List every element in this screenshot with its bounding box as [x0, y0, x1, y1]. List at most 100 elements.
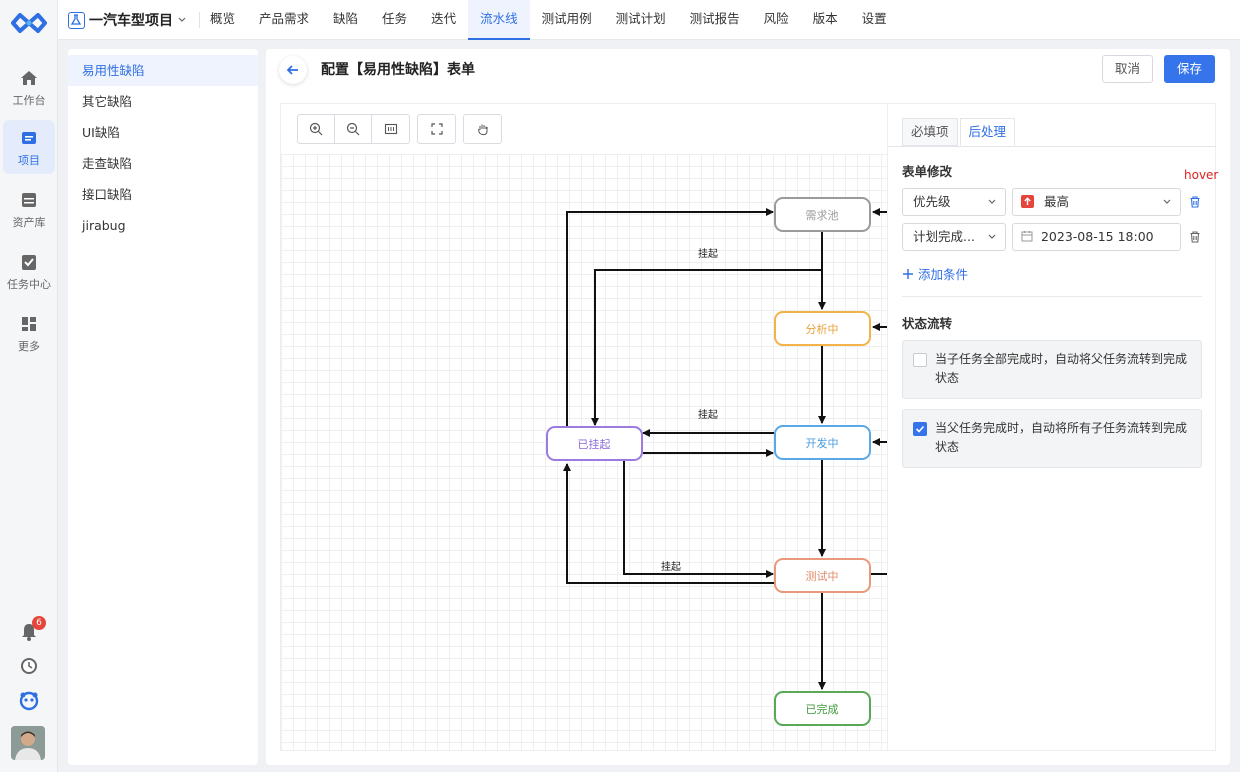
section-divider — [902, 296, 1202, 297]
save-button[interactable]: 保存 — [1164, 55, 1215, 83]
notification-badge: 6 — [32, 616, 46, 630]
edge-suspended-testing[interactable] — [623, 461, 774, 578]
assistant-button[interactable] — [0, 690, 58, 712]
option-text: 当子任务全部完成时，自动将父任务流转到完成状态 — [935, 352, 1188, 385]
back-button[interactable] — [279, 56, 307, 84]
auto-transition-option[interactable]: 当子任务全部完成时，自动将父任务流转到完成状态 — [902, 340, 1202, 399]
defect-type-item[interactable]: 走查缺陷 — [82, 156, 133, 171]
defect-type-item[interactable]: 接口缺陷 — [82, 187, 133, 202]
rail-item-label: 更多 — [18, 340, 40, 353]
rail-item-workbench[interactable]: 工作台 — [3, 60, 55, 114]
nav-tab-test-cases[interactable]: 测试用例 — [541, 11, 592, 26]
edge-label-suspend: 挂起 — [698, 247, 718, 260]
project-nav: 概览 产品需求 缺陷 任务 迭代 流水线 测试用例 测试计划 测试报告 风险 版… — [198, 0, 899, 40]
user-avatar[interactable] — [11, 726, 45, 760]
project-name: 一汽车型项目 — [89, 13, 173, 29]
edge-testing-suspended[interactable] — [563, 463, 871, 584]
fit-group — [417, 114, 456, 144]
nav-tab-requirements[interactable]: 产品需求 — [259, 11, 310, 26]
nav-tab-test-reports[interactable]: 测试报告 — [689, 11, 740, 26]
workflow-canvas[interactable]: 挂起 挂起 挂起 需求池 分析中 开发中 已挂起 — [281, 154, 887, 750]
rail-item-label: 任务中心 — [7, 278, 51, 291]
status-transition-title: 状态流转 — [902, 316, 953, 331]
defect-type-list: 易用性缺陷 其它缺陷 UI缺陷 走查缺陷 接口缺陷 jirabug — [68, 49, 258, 765]
zoom-out-button[interactable] — [335, 115, 372, 143]
edge-analysis-suspended[interactable] — [591, 269, 822, 426]
nav-tab-versions[interactable]: 版本 — [812, 11, 838, 26]
rail-item-task-center[interactable]: 任务中心 — [3, 244, 55, 298]
tab-post-processing[interactable]: 后处理 — [959, 118, 1016, 146]
nav-tab-settings[interactable]: 设置 — [861, 11, 887, 26]
nav-tab-tasks[interactable]: 任务 — [382, 11, 408, 26]
node-label: 开发中 — [806, 436, 839, 450]
actual-size-button[interactable] — [372, 115, 409, 143]
pan-group — [463, 114, 502, 144]
history-button[interactable] — [0, 656, 58, 676]
defect-type-item[interactable]: UI缺陷 — [82, 125, 120, 140]
cancel-button[interactable]: 取消 — [1102, 55, 1153, 83]
field-select-value: 优先级 — [913, 194, 951, 209]
option-checkbox[interactable] — [913, 353, 927, 367]
nav-tab-overview[interactable]: 概览 — [210, 11, 236, 26]
canvas-toolbar — [297, 114, 509, 144]
rail-item-label: 项目 — [18, 154, 40, 167]
pan-tool-button[interactable] — [464, 115, 501, 143]
node-label: 测试中 — [806, 570, 839, 583]
hand-icon — [477, 124, 487, 136]
node-label: 已完成 — [806, 702, 839, 716]
robot-icon — [19, 691, 39, 711]
panel-tabs: 必填项 后处理 — [902, 118, 1016, 146]
auto-transition-option[interactable]: 当父任务完成时，自动将所有子任务流转到完成状态 — [902, 409, 1202, 468]
zoom-in-button[interactable] — [298, 115, 335, 143]
rail-item-label: 工作台 — [12, 94, 46, 107]
node-done[interactable]: 已完成 — [774, 691, 871, 726]
top-bar: 一汽车型项目 概览 产品需求 缺陷 任务 迭代 流水线 测试用例 测试计划 测试… — [58, 0, 1240, 40]
rail-item-label: 资产库 — [12, 216, 46, 229]
nav-tab-iterations[interactable]: 迭代 — [431, 11, 457, 26]
rail-item-assets[interactable]: 资产库 — [3, 182, 55, 236]
notification-button[interactable]: 6 — [0, 616, 58, 642]
zoom-group — [297, 114, 410, 144]
trash-icon[interactable] — [1188, 230, 1202, 244]
defect-type-item[interactable]: jirabug — [82, 218, 126, 233]
node-testing[interactable]: 测试中 — [774, 558, 871, 593]
priority-value: 最高 — [1043, 194, 1069, 209]
node-pool[interactable]: 需求池 — [774, 197, 871, 232]
page-title: 配置【易用性缺陷】表单 — [321, 62, 475, 78]
rail-item-project[interactable]: 项目 — [3, 120, 55, 174]
arrow-left-icon — [286, 65, 298, 75]
nav-tab-defects[interactable]: 缺陷 — [333, 11, 359, 26]
priority-value-select[interactable]: 最高 — [1012, 188, 1181, 216]
node-dev[interactable]: 开发中 — [774, 425, 871, 460]
edge-suspended-pool[interactable] — [566, 208, 774, 427]
date-picker-input[interactable]: 2023-08-15 18:00 — [1012, 223, 1181, 251]
app-logo-icon[interactable] — [9, 10, 49, 36]
home-icon — [21, 71, 37, 85]
chevron-down-icon — [178, 17, 186, 22]
actual-size-icon — [384, 123, 397, 135]
nav-tab-test-plans[interactable]: 测试计划 — [615, 11, 666, 26]
hover-annotation: hover — [1184, 168, 1219, 182]
option-checkbox[interactable] — [913, 422, 927, 436]
defect-type-item[interactable]: 其它缺陷 — [82, 94, 133, 109]
fullscreen-icon — [430, 123, 443, 135]
add-condition-button[interactable]: 添加条件 — [902, 264, 968, 283]
plus-icon — [903, 268, 913, 279]
grid-icon — [22, 317, 36, 331]
nav-tab-pipeline[interactable]: 流水线 — [468, 0, 530, 40]
fullscreen-button[interactable] — [418, 115, 455, 143]
node-analysis[interactable]: 分析中 — [774, 311, 871, 346]
workflow-editor: 挂起 挂起 挂起 需求池 分析中 开发中 已挂起 — [280, 103, 1219, 751]
project-switcher[interactable]: 一汽车型项目 — [68, 9, 187, 31]
left-rail: 工作台 项目 资产库 任务中心 更多 6 — [0, 0, 58, 772]
nav-tab-risks[interactable]: 风险 — [763, 11, 789, 26]
tab-required-fields[interactable]: 必填项 — [902, 118, 958, 146]
field-select[interactable]: 优先级 — [902, 188, 1006, 216]
option-text: 当父任务完成时，自动将所有子任务流转到完成状态 — [935, 421, 1188, 454]
trash-icon[interactable] — [1188, 195, 1202, 209]
rail-item-more[interactable]: 更多 — [3, 306, 55, 360]
defect-type-item[interactable]: 易用性缺陷 — [68, 55, 258, 86]
field-select[interactable]: 计划完成... — [902, 223, 1006, 251]
node-suspended[interactable]: 已挂起 — [546, 426, 643, 461]
chevron-down-icon — [988, 234, 996, 239]
